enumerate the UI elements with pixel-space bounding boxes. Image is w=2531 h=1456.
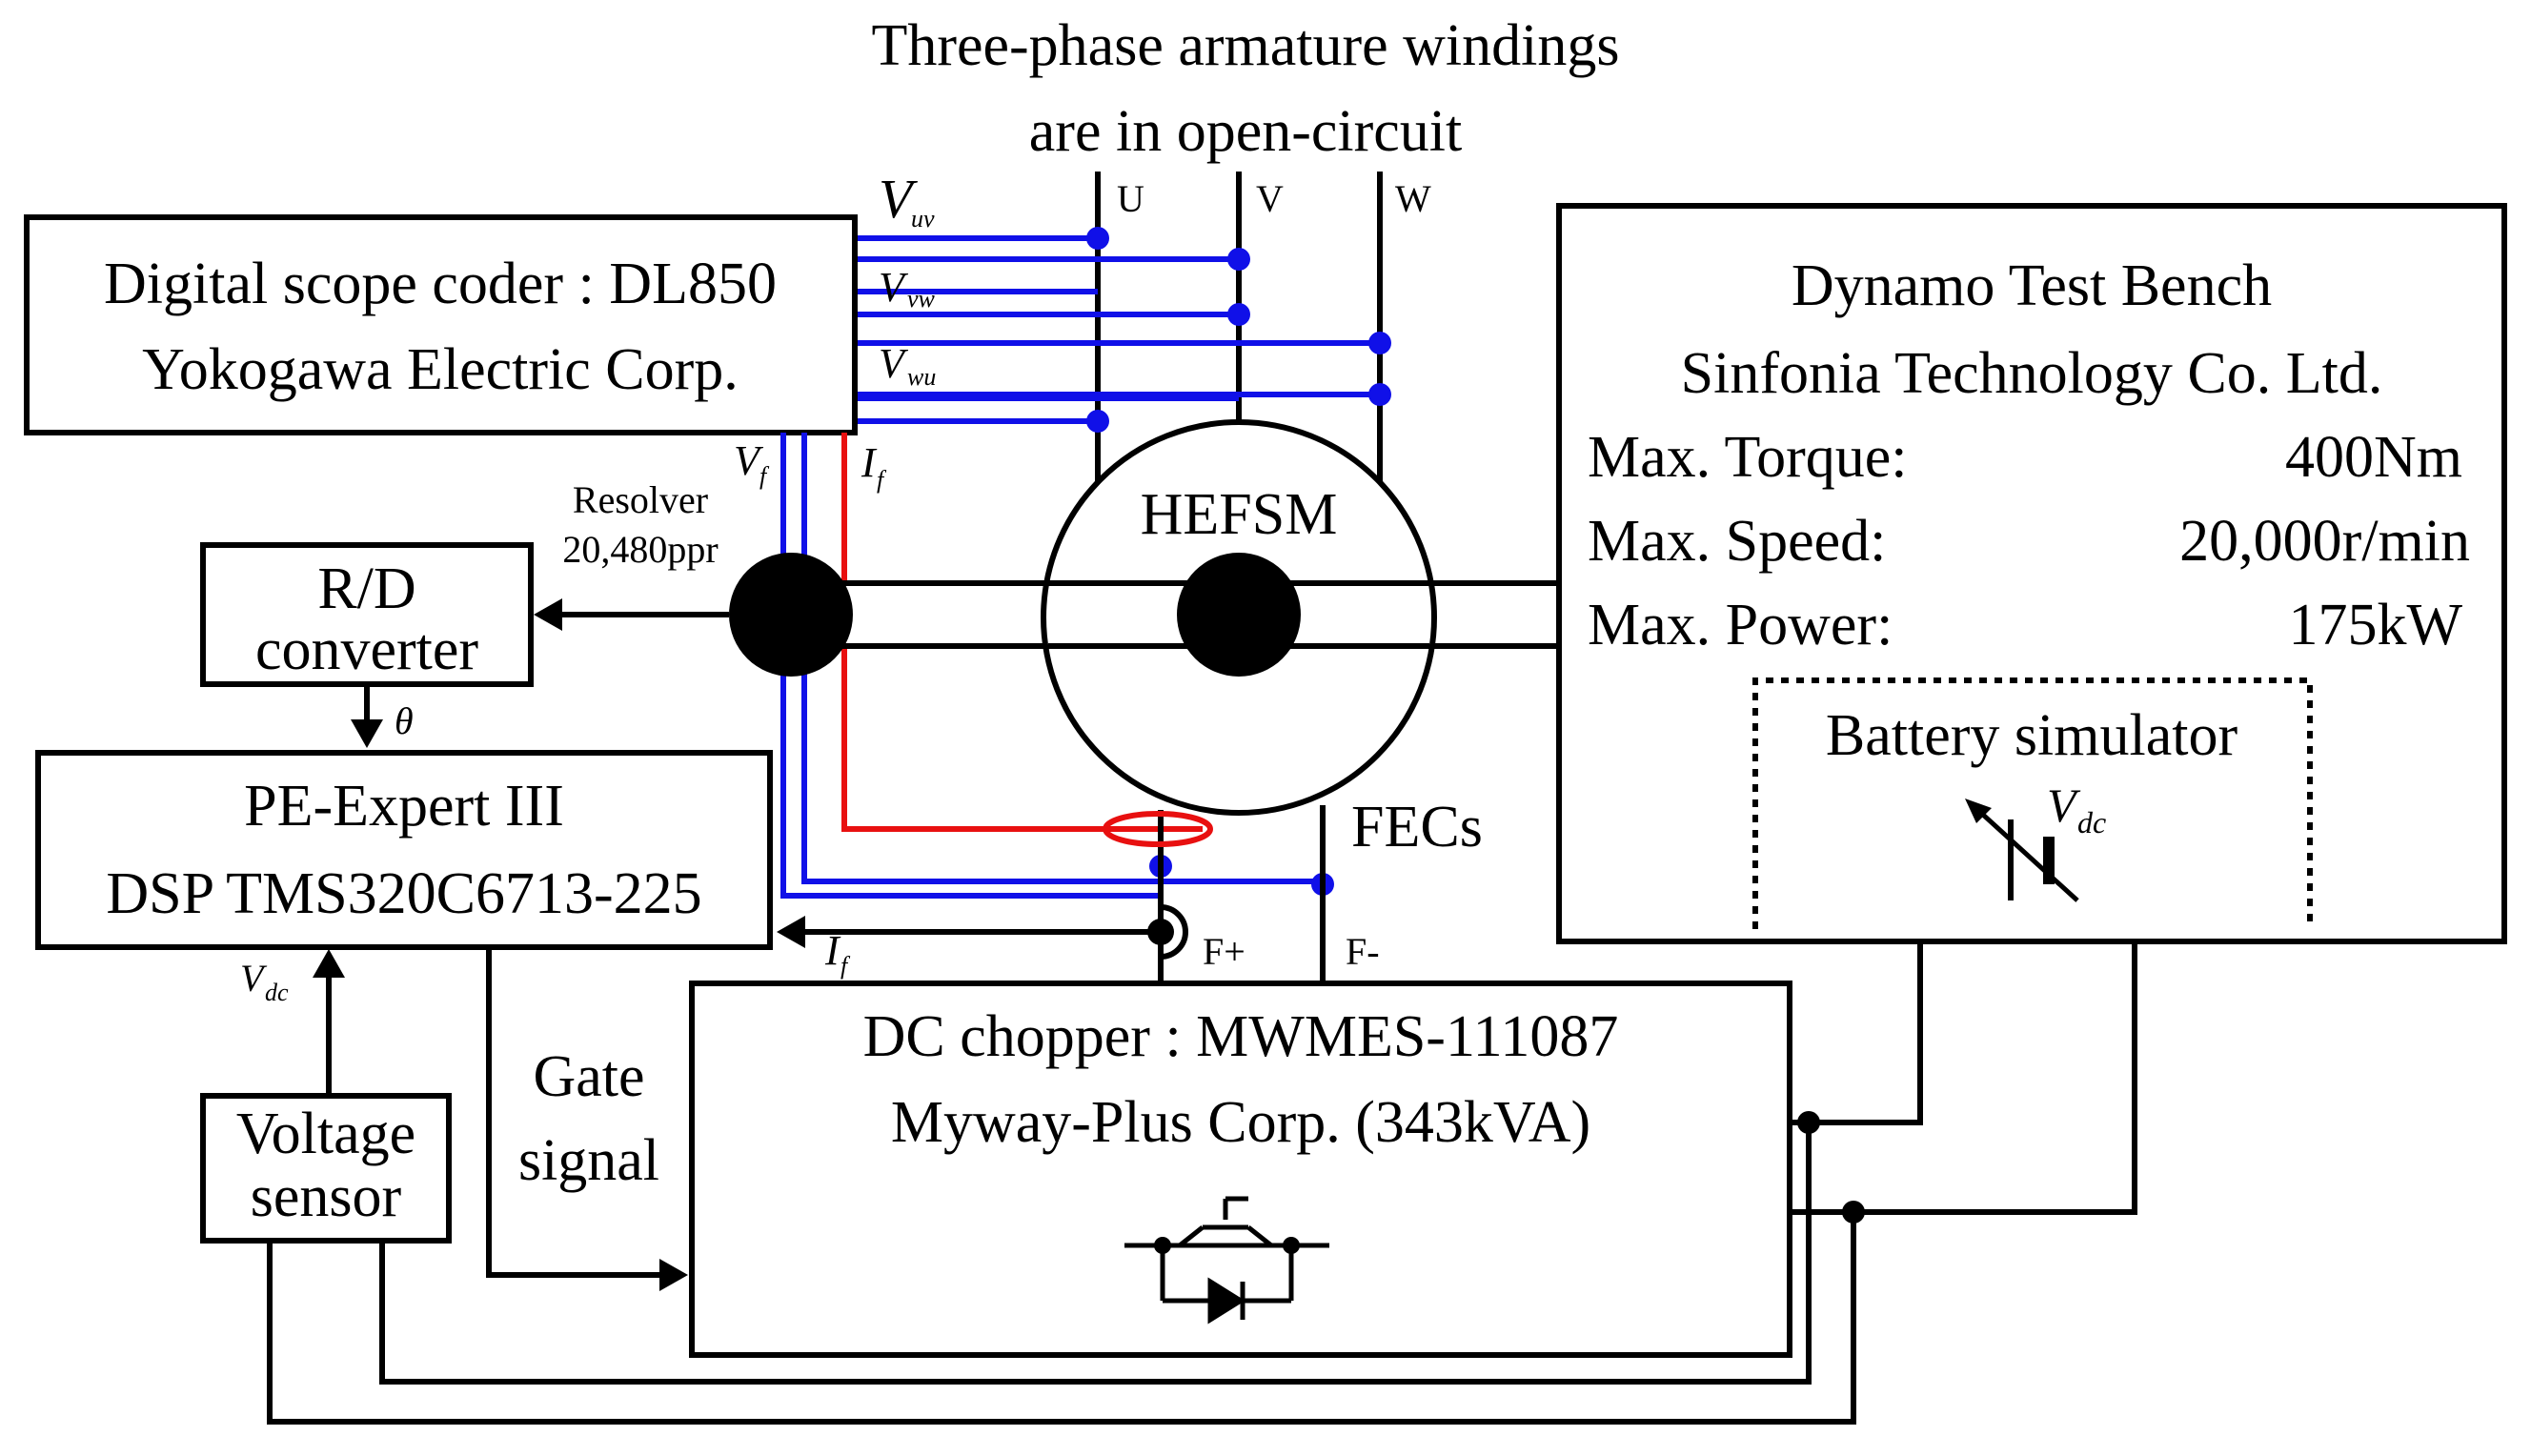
- svg-text:f: f: [840, 952, 851, 980]
- voltage-sensor-box: [200, 1093, 452, 1244]
- battery-arrowhead: [1965, 799, 1992, 823]
- fminus-label: F-: [1346, 930, 1380, 973]
- chopper-line2: Myway-Plus Corp. (343kVA): [891, 1090, 1590, 1155]
- gate-signal-line: [486, 947, 667, 1278]
- svg-text:20,000r/min: 20,000r/min: [2179, 509, 2470, 574]
- variable-battery-icon: [1971, 803, 2079, 902]
- svg-text:dc: dc: [265, 979, 289, 1006]
- dsp-line1: PE-Expert III: [244, 774, 564, 839]
- phase-w-label: W: [1395, 177, 1431, 220]
- label-v-dc-battery: V dc: [2047, 779, 2106, 839]
- voltage-sensor-line2: sensor: [251, 1164, 402, 1229]
- svg-text:Max. Speed:: Max. Speed:: [1588, 509, 1886, 574]
- battery-box: [1752, 677, 2313, 929]
- arrow-rd: [534, 598, 562, 631]
- gate-line2: signal: [518, 1128, 659, 1193]
- voltage-wires: [855, 235, 1380, 424]
- svg-text:V: V: [879, 264, 909, 311]
- scope-line2: Yokogawa Electric Corp.: [142, 337, 739, 402]
- gate-line1: Gate: [533, 1044, 644, 1109]
- phase-u-label: U: [1117, 177, 1144, 220]
- svg-text:f: f: [877, 466, 887, 494]
- rd-converter-line2: converter: [255, 617, 478, 682]
- svg-text:I: I: [824, 927, 841, 974]
- label-v-uv: V uv: [879, 168, 935, 233]
- voltage-sensor-line1: Voltage: [236, 1102, 415, 1166]
- arrow-theta: [351, 719, 383, 748]
- motor-label: HEFSM: [1141, 482, 1338, 547]
- label-v-vw: V vw: [879, 264, 936, 313]
- label-v-wu: V wu: [879, 340, 936, 391]
- label-i-f-mid: I f: [824, 927, 851, 980]
- label-i-f-top: I f: [861, 439, 887, 494]
- dsp-box: [35, 750, 773, 950]
- svg-text:I: I: [861, 439, 878, 486]
- igbt-node-right: [1283, 1237, 1300, 1254]
- resolver-line1: Resolver: [573, 478, 708, 521]
- svg-text:vw: vw: [907, 285, 936, 313]
- scope-box: [24, 214, 858, 435]
- svg-text:V: V: [240, 957, 268, 1000]
- current-probe: [1103, 811, 1213, 847]
- junction-dots: [1086, 227, 1391, 433]
- svg-text:175kW: 175kW: [2288, 593, 2462, 657]
- svg-text:V: V: [879, 340, 909, 387]
- fecs-label: FECs: [1351, 795, 1483, 859]
- svg-text:uv: uv: [911, 205, 935, 233]
- header-line2: are in open-circuit: [1029, 99, 1462, 164]
- arrow-vdc: [313, 949, 345, 978]
- phase-v-label: V: [1256, 177, 1284, 220]
- label-v-f: V f: [734, 437, 770, 490]
- svg-text:V: V: [879, 168, 919, 230]
- svg-text:wu: wu: [907, 363, 936, 391]
- current-sensor-loop: [1160, 904, 1188, 960]
- svg-text:400Nm: 400Nm: [2285, 425, 2462, 490]
- dynamo-spec-power: Max. Power: 175kW: [1588, 593, 2462, 657]
- rd-converter-line1: R/D: [317, 556, 415, 621]
- svg-text:Max. Power:: Max. Power:: [1588, 593, 1893, 657]
- rd-converter-box: [200, 542, 534, 687]
- dynamo-box: [1556, 203, 2507, 944]
- chopper-line1: DC chopper : MWMES-111087: [863, 1004, 1619, 1069]
- sense-wire-1: [379, 1122, 1812, 1385]
- arrow-if: [777, 916, 805, 948]
- svg-text:V: V: [2047, 779, 2081, 832]
- resolver-disc: [729, 553, 853, 677]
- header-line1: Three-phase armature windings: [871, 13, 1619, 78]
- resolver-line2: 20,480ppr: [562, 528, 718, 571]
- svg-text:Max. Torque:: Max. Torque:: [1588, 425, 1907, 490]
- svg-text:V: V: [734, 437, 764, 484]
- theta-label: θ: [395, 699, 414, 742]
- fplus-label: F+: [1203, 930, 1245, 973]
- label-v-dc-sensor: V dc: [240, 957, 289, 1006]
- svg-text:f: f: [759, 462, 770, 490]
- scope-line1: Digital scope coder : DL850: [104, 252, 777, 316]
- dynamo-spec-torque: Max. Torque: 400Nm: [1588, 425, 2462, 490]
- rotor-hub: [1177, 553, 1301, 677]
- dsp-line2: DSP TMS320C6713-225: [106, 861, 701, 926]
- dynamo-spec-speed: Max. Speed: 20,000r/min: [1588, 509, 2470, 574]
- igbt-node-left: [1154, 1237, 1171, 1254]
- battery-label: Battery simulator: [1826, 703, 2238, 768]
- svg-text:dc: dc: [2077, 805, 2106, 839]
- dynamo-title2: Sinfonia Technology Co. Ltd.: [1681, 341, 2383, 406]
- sense-wire-2: [267, 1212, 1856, 1425]
- dynamo-title1: Dynamo Test Bench: [1792, 253, 2272, 318]
- arrow-gate: [659, 1259, 688, 1291]
